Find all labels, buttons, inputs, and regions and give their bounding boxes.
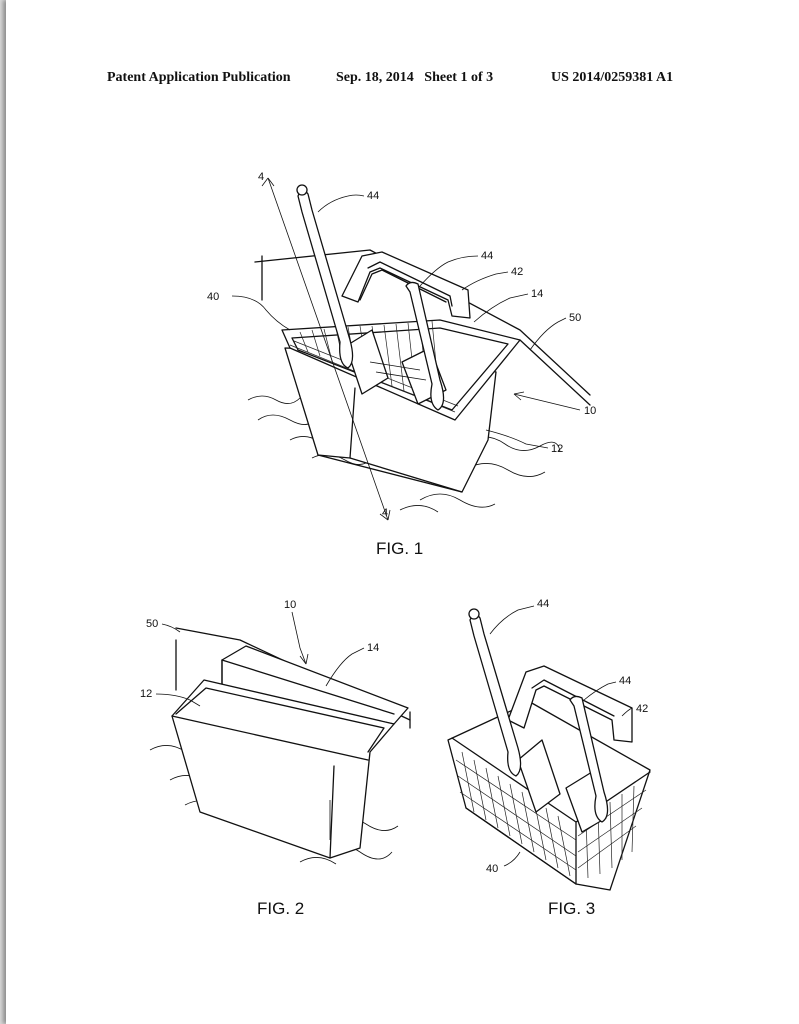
publication-title: Patent Application Publication bbox=[107, 70, 291, 85]
fig3-ref-44b: 44 bbox=[619, 675, 631, 687]
fig3-drawing bbox=[447, 605, 651, 891]
fig1-section-label-top: 4 bbox=[258, 171, 264, 183]
fig1-ref-14: 14 bbox=[531, 288, 543, 300]
fig3-ref-40: 40 bbox=[486, 863, 498, 875]
fig1-ref-42: 42 bbox=[511, 266, 523, 278]
fig1-ref-44a: 44 bbox=[367, 190, 379, 202]
fig1-ref-44b: 44 bbox=[481, 250, 493, 262]
patent-number: US 2014/0259381 A1 bbox=[551, 70, 674, 85]
fig1-ref-12: 12 bbox=[551, 443, 563, 455]
fig3-ref-44a: 44 bbox=[537, 598, 549, 610]
fig2-ref-12: 12 bbox=[140, 688, 152, 700]
fig1-section-label-bottom: 4 bbox=[382, 507, 388, 519]
fig1-drawing bbox=[231, 177, 591, 521]
fig2-drawing bbox=[149, 611, 411, 865]
fig1-caption: FIG. 1 bbox=[376, 539, 423, 558]
fig3-caption: FIG. 3 bbox=[548, 899, 595, 918]
fig2-caption: FIG. 2 bbox=[257, 899, 304, 918]
date-sheet: Sep. 18, 2014 Sheet 1 of 3 bbox=[336, 70, 494, 85]
patent-sheet: Patent Application Publication Sep. 18, … bbox=[6, 0, 799, 1024]
fig2-ref-14: 14 bbox=[367, 642, 379, 654]
fig2-ref-50: 50 bbox=[146, 618, 158, 630]
fig1-ref-10: 10 bbox=[584, 405, 596, 417]
fig3-ref-42: 42 bbox=[636, 703, 648, 715]
fig1-ref-40: 40 bbox=[207, 291, 219, 303]
fig2-ref-10: 10 bbox=[284, 599, 296, 611]
fig1-ref-50: 50 bbox=[569, 312, 581, 324]
